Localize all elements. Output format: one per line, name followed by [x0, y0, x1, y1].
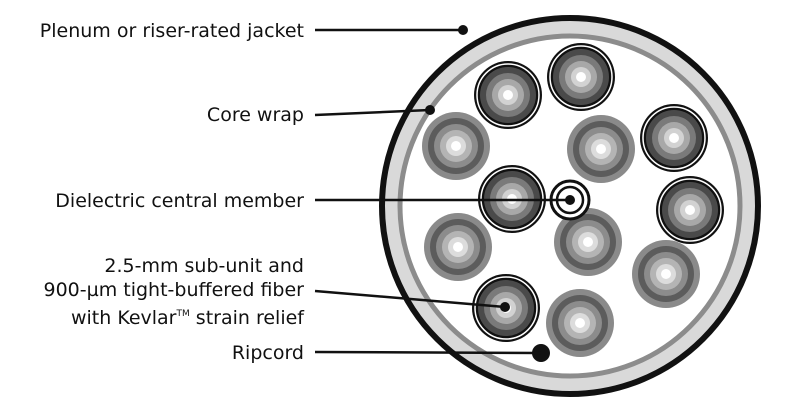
- label-central-member-text: Dielectric central member: [55, 190, 304, 212]
- subunit-9: [554, 208, 622, 276]
- ripcord-leader: [314, 350, 542, 355]
- label-jacket-text: Plenum or riser-rated jacket: [39, 20, 304, 42]
- core-wrap-leader: [314, 108, 431, 117]
- leader-dots: [425, 25, 510, 312]
- label-subunit-tm: TM: [176, 309, 190, 319]
- label-core-wrap-text: Core wrap: [206, 104, 304, 126]
- label-jacket: Plenum or riser-rated jacket: [40, 20, 304, 42]
- subunit-10: [632, 240, 700, 308]
- label-subunit-kevlar: with Kevlar: [70, 307, 177, 329]
- label-subunit-strain: strain relief: [189, 307, 304, 329]
- label-ripcord: Ripcord: [232, 342, 304, 364]
- jacket-dot: [458, 25, 468, 35]
- core-wrap-dot: [425, 105, 435, 115]
- subunit-2: [547, 43, 615, 111]
- subunit-1: [474, 61, 542, 129]
- subunit-3: [422, 112, 490, 180]
- subunit-12: [546, 289, 614, 357]
- label-subunit-line3: with KevlarTM strain relief: [44, 302, 304, 330]
- label-ripcord-text: Ripcord: [231, 342, 304, 364]
- subunit-leader: [314, 289, 506, 309]
- subunit-5: [640, 104, 708, 172]
- subunit-8: [424, 213, 492, 281]
- label-central-member: Dielectric central member: [55, 190, 304, 212]
- subunit-4: [567, 115, 635, 183]
- label-subunit-line2: 900-µm tight-buffered fiber: [43, 279, 305, 301]
- label-subunit-line1: 2.5-mm sub-unit and: [104, 255, 304, 277]
- leader-lines: [314, 28, 570, 355]
- subunit-7: [656, 176, 724, 244]
- label-subunit: 2.5-mm sub-unit and 900-µm tight-buffere…: [44, 254, 305, 330]
- subunit-dot: [500, 302, 510, 312]
- label-core-wrap: Core wrap: [207, 104, 304, 126]
